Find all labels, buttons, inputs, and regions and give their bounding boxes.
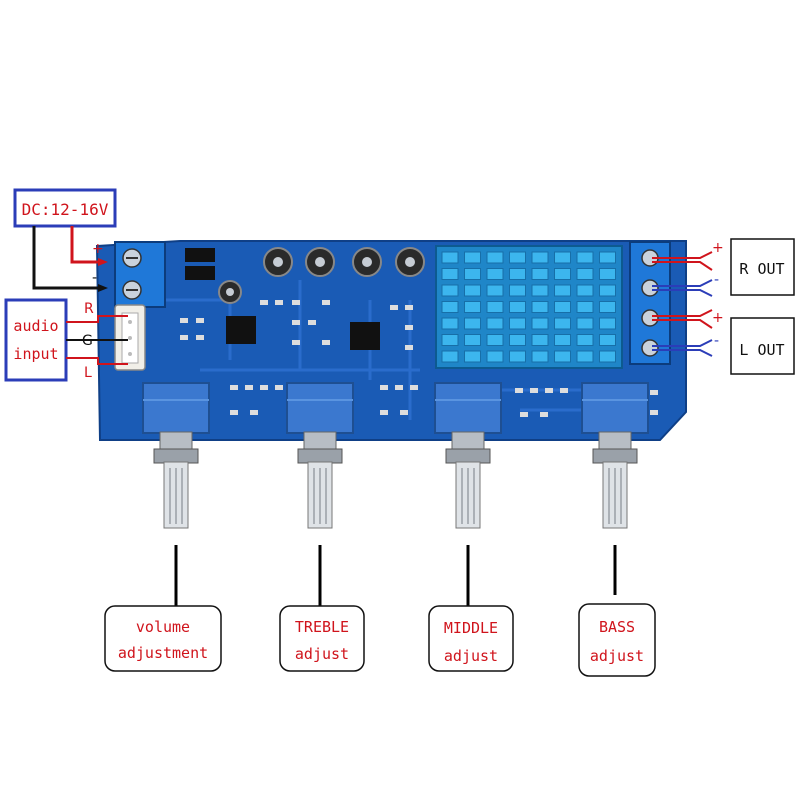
heatsink-fin — [576, 268, 594, 280]
heatsink-fin — [486, 350, 504, 363]
heatsink-fin — [554, 301, 571, 313]
heatsink-fin — [441, 301, 459, 313]
middle-label-line2: adjust — [444, 647, 498, 665]
heatsink-fin — [599, 317, 616, 330]
heatsink-fin — [441, 350, 459, 363]
middle-label-line1: MIDDLE — [444, 619, 498, 637]
treble-label-line2: adjust — [295, 645, 349, 663]
heatsink-fin — [554, 317, 571, 330]
heatsink-fin — [464, 301, 481, 313]
heatsink-fin — [464, 268, 481, 280]
control-label-treble: TREBLE adjust — [279, 605, 365, 672]
heatsink-fin — [599, 284, 616, 297]
heatsink-fin — [576, 350, 594, 363]
heatsink-fin — [464, 251, 481, 264]
heatsink-fin — [509, 334, 526, 346]
heatsink-fin — [509, 301, 526, 313]
l-out-plus-sign: + — [712, 310, 724, 326]
audio-input-annotation: audio input R G L — [4, 298, 128, 382]
heatsink-fin — [576, 251, 594, 264]
heatsink-fin — [531, 251, 549, 264]
potentiometer-middle — [434, 382, 502, 610]
audio-input-connector — [114, 304, 146, 371]
potentiometer-bass — [581, 382, 649, 595]
heatsink-fin — [531, 317, 549, 330]
audio-input-label-line2: input — [13, 345, 58, 363]
heatsink-fin — [554, 284, 571, 297]
heatsink-fin — [576, 284, 594, 297]
heatsink-fin — [509, 350, 526, 363]
heatsink-fin — [486, 268, 504, 280]
smd-components — [180, 300, 658, 417]
heatsink-fin — [576, 301, 594, 313]
heatsink-fin — [599, 251, 616, 264]
output-annotation: + - + - R OUT L OUT — [652, 238, 795, 375]
power-annotation: DC:12-16V + - — [13, 188, 117, 292]
heatsink-fin — [509, 317, 526, 330]
heatsink-fin — [599, 350, 616, 363]
l-out-minus-sign: - — [714, 333, 719, 349]
heatsink-fin — [531, 301, 549, 313]
heatsink-fin — [464, 284, 481, 297]
power-plus-sign: + — [92, 241, 104, 257]
audio-pin-g: G — [82, 333, 93, 349]
power-minus-sign: - — [92, 270, 97, 286]
heatsink-fin — [554, 334, 571, 346]
heatsink-fin — [509, 251, 526, 264]
heatsink-fin — [554, 251, 571, 264]
heatsink-fin — [464, 334, 481, 346]
heatsink-fin — [441, 251, 459, 264]
control-label-bass: BASS adjust — [578, 603, 656, 677]
r-out-label: R OUT — [739, 260, 784, 278]
capacitors — [218, 247, 425, 304]
power-terminal — [114, 241, 166, 308]
control-label-volume: volume adjustment — [104, 605, 222, 672]
heatsink-fin — [576, 317, 594, 330]
heatsink-fin — [554, 350, 571, 363]
heatsink-fin — [441, 268, 459, 280]
audio-pin-l: L — [84, 365, 92, 381]
heatsink-fin — [486, 301, 504, 313]
heatsink-fin — [576, 334, 594, 346]
volume-label-line1: volume — [136, 618, 190, 636]
l-out-label: L OUT — [739, 341, 784, 359]
heatsink-fin — [599, 268, 616, 280]
power-label: DC:12-16V — [22, 200, 109, 219]
heatsink-fin — [441, 317, 459, 330]
heatsink-fin — [486, 284, 504, 297]
bass-label-line1: BASS — [599, 618, 635, 636]
heatsink-fin — [509, 268, 526, 280]
potentiometer-volume — [142, 382, 210, 610]
heatsink-fin — [531, 350, 549, 363]
audio-input-label-line1: audio — [13, 317, 58, 335]
r-out-minus-sign: - — [714, 272, 719, 288]
heatsink-fin — [599, 334, 616, 346]
heatsink-fin — [486, 334, 504, 346]
bass-label-line2: adjust — [590, 647, 644, 665]
heatsink-fin — [531, 334, 549, 346]
ic-chips — [185, 248, 380, 350]
heatsink-fin — [486, 317, 504, 330]
treble-label-line1: TREBLE — [295, 618, 349, 636]
audio-pin-r: R — [84, 301, 94, 317]
heatsink-fin — [531, 268, 549, 280]
heatsink-fin — [531, 284, 549, 297]
heatsink-fin — [509, 284, 526, 297]
potentiometer-treble — [286, 382, 354, 610]
heatsink — [435, 245, 623, 369]
heatsink-fin — [599, 301, 616, 313]
heatsink-fin — [486, 251, 504, 264]
volume-label-line2: adjustment — [118, 644, 208, 662]
heatsink-fin — [464, 350, 481, 363]
heatsink-fin — [464, 317, 481, 330]
heatsink-fin — [441, 334, 459, 346]
r-out-plus-sign: + — [712, 240, 724, 256]
heatsink-fin — [554, 268, 571, 280]
control-label-middle: MIDDLE adjust — [428, 605, 514, 672]
heatsink-fin — [441, 284, 459, 297]
